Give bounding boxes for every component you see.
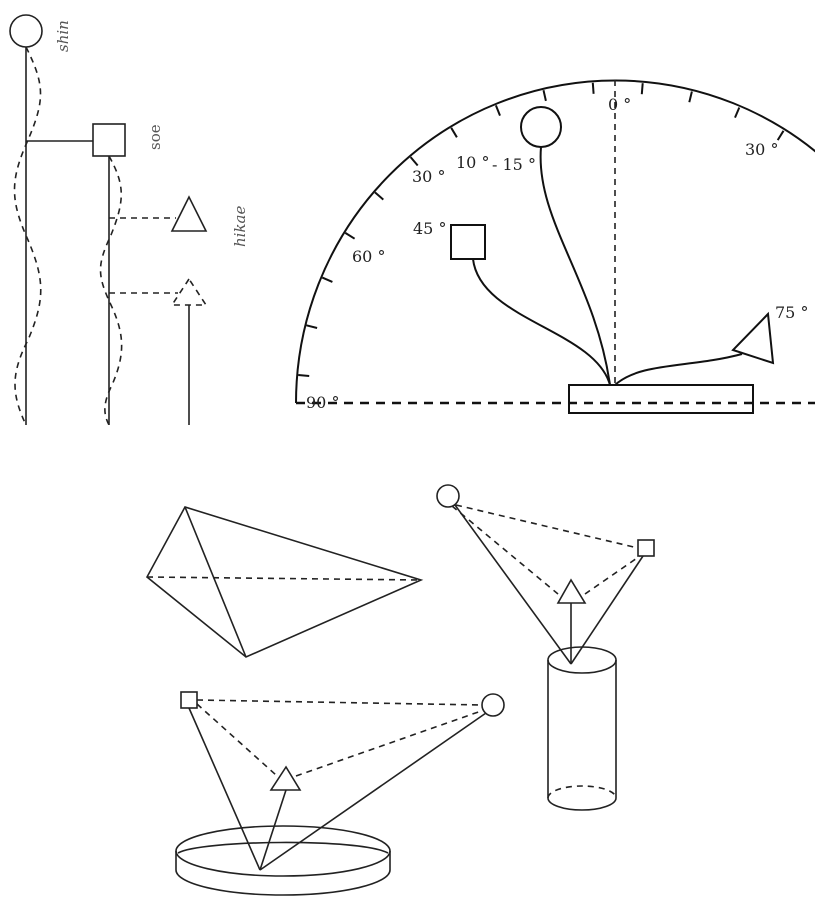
soe-square-icon [92,123,126,157]
protractor-tick [450,127,458,138]
angle-label-10: 10 ° [456,153,489,172]
dish-bottom-front [175,869,391,896]
shin-circle-icon [9,14,43,48]
shin-curve [539,146,611,386]
tall-vase-diagram [436,484,655,811]
hikae-triangle-icon [170,195,208,232]
shin-stem [259,712,487,871]
shin-circle-icon [520,106,562,148]
protractor-tick [542,89,547,102]
angle-label-45: 45 ° [413,219,446,238]
angle-label-90: 90 ° [306,393,339,412]
protractor-tick [688,91,693,103]
soe-wavy-line [99,155,123,426]
hikae-shin-dashed [295,709,485,777]
shin-circle-icon [436,484,460,508]
stem-heights-diagram: shin soe hikae [9,14,249,426]
kenzan-base-rect [568,384,754,414]
pyramid-diagram [145,506,424,658]
protractor-tick [776,130,785,141]
dish-inner-rim [177,841,389,854]
shin-label: shin [54,20,72,52]
protractor-tick [591,82,595,94]
pyramid-edge [184,506,247,658]
soe-label: soe [146,124,164,150]
protractor-tick [298,374,310,377]
pyramid-hidden-edge [146,576,422,581]
soe-square-icon [637,539,655,557]
soe-stem [570,555,644,665]
shin-stem [454,504,572,665]
soe-shin-dashed [196,699,483,706]
hikae-soe-dashed [584,555,641,595]
dish-rim-ellipse [175,825,391,877]
hikae-triangle-icon [731,311,775,365]
protractor-tick [374,191,384,201]
angle-label-30-right: 30 ° [745,140,778,159]
protractor-tick [494,105,501,116]
vase-bottom-front [547,797,617,811]
soe-stem [188,707,261,871]
protractor-tick [409,156,419,167]
shin-hikae-dashed [451,505,559,595]
soe-square-icon [180,691,198,709]
pyramid-outline [145,506,424,658]
vase-top-ellipse [547,646,617,674]
angle-label-60: 60 ° [352,247,385,266]
protractor-tick [640,83,644,95]
shin-circle-icon [481,693,505,717]
protractor-tick [734,107,741,118]
angle-protractor-diagram: 0 ° 30 ° 30 ° 10 ° - 15 ° 45 ° 60 ° 75 °… [295,79,815,414]
soe-curve [472,258,611,386]
soe-hikae-dashed [196,703,277,776]
shin-soe-dashed [455,504,639,549]
protractor-tick [306,324,318,329]
hikae-triangle-icon [556,578,587,604]
hikae-stem [259,789,287,871]
angle-label-75: 75 ° [775,303,808,322]
vase-bottom-back [547,785,617,799]
protractor-tick [321,276,333,283]
protractor-tick [344,232,356,240]
hikae-dashed-triangle-icon [170,277,208,306]
shallow-dish-diagram [175,691,505,896]
angle-label-0: 0 ° [608,95,631,114]
hikae-label: hikae [231,206,249,247]
soe-square-icon [450,224,486,260]
hikae-curve [614,353,743,386]
protractor-ticks [298,82,785,377]
angle-label-minus-15: - 15 ° [492,155,536,174]
shin-wavy-line [13,46,42,426]
angle-label-30-left: 30 ° [412,167,445,186]
hikae-triangle-icon [269,765,302,791]
